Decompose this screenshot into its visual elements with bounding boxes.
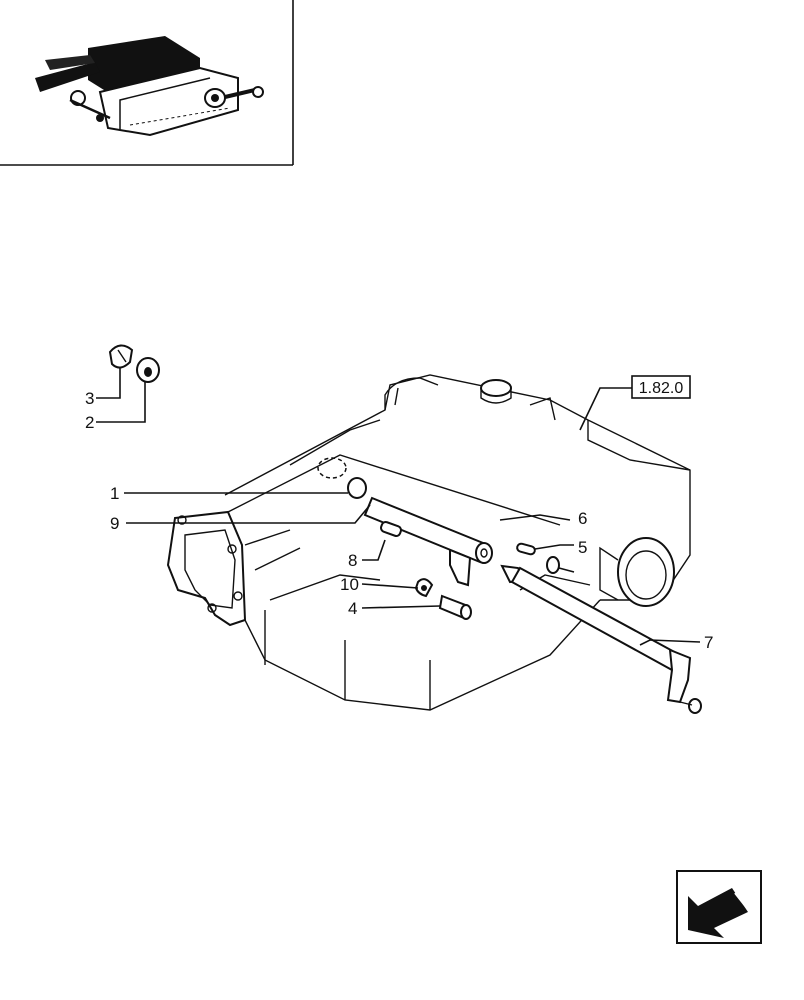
o-ring-part-1 xyxy=(347,477,367,499)
lift-assembly-thumbnail xyxy=(35,36,264,137)
next-page-arrow-icon[interactable] xyxy=(676,870,762,944)
callout-label: 8 xyxy=(348,551,357,570)
callout-label: 3 xyxy=(85,389,94,408)
callout-label: 9 xyxy=(110,514,119,533)
pin-part-4 xyxy=(438,594,472,620)
key-part-6 xyxy=(516,542,536,556)
key-part-8 xyxy=(380,521,402,537)
thumbnail-frame xyxy=(0,0,294,166)
callout-label: 10 xyxy=(340,575,359,594)
callout-label: 6 xyxy=(578,509,587,528)
callout-label: 7 xyxy=(704,633,713,652)
clip-part-10 xyxy=(414,578,434,598)
leader-lines xyxy=(96,368,701,646)
callout-label: 4 xyxy=(348,599,357,618)
clip-part-3 xyxy=(108,344,134,369)
lift-housing xyxy=(166,374,691,711)
reference-box xyxy=(631,375,691,399)
callout-label: 5 xyxy=(578,538,587,557)
reference-box-label: 1.82.0 xyxy=(639,380,684,397)
callout-label: 1 xyxy=(110,484,119,503)
washer-part-2 xyxy=(136,357,160,383)
shaft-part-9 xyxy=(363,496,493,587)
ring-part-5 xyxy=(546,556,560,574)
callout-label: 2 xyxy=(85,413,94,432)
shaft-part-7 xyxy=(500,564,702,714)
